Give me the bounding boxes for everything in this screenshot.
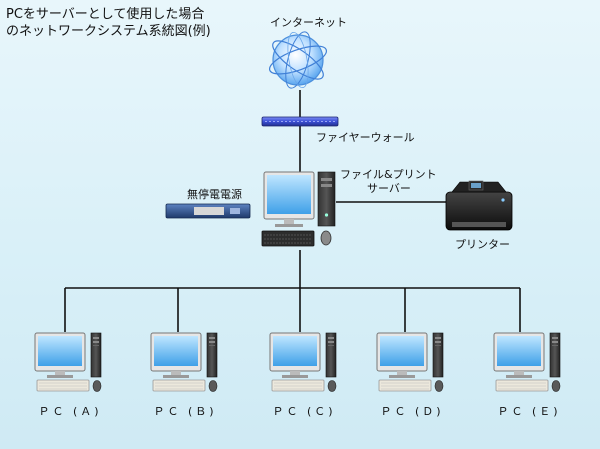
- title-line-1: PCをサーバーとして使用した場合: [6, 7, 205, 22]
- ups-label: 無停電電源: [187, 188, 242, 201]
- diagram-title: PCをサーバーとして使用した場合 のネットワークシステム系統図(例): [6, 6, 211, 40]
- desktop-pc-icon: [269, 332, 337, 392]
- printer-label: プリンター: [455, 238, 510, 251]
- pc-e-label: ＰＣ (Ｅ): [497, 405, 561, 418]
- client-pc-c: [269, 332, 337, 392]
- globe-icon: [269, 31, 327, 89]
- firewall-label: ファイヤーウォール: [316, 131, 415, 144]
- client-pc-d: [376, 332, 444, 392]
- server-label-line-2: サーバー: [367, 182, 411, 195]
- firewall-icon: [261, 116, 339, 127]
- printer-icon: [445, 180, 513, 231]
- client-pc-e: [493, 332, 561, 392]
- desktop-pc-icon: [34, 332, 102, 392]
- connection-lines: [64, 90, 521, 332]
- client-pc-b: [150, 332, 218, 392]
- pc-a-label: ＰＣ (Ａ): [38, 405, 102, 418]
- pc-c-label: ＰＣ (Ｃ): [272, 405, 336, 418]
- pc-b-label: ＰＣ (Ｂ): [153, 405, 217, 418]
- pc-d-label: ＰＣ (Ｄ): [380, 405, 444, 418]
- desktop-pc-icon: [150, 332, 218, 392]
- server-pc-icon: [261, 171, 336, 247]
- internet-label: インターネット: [270, 16, 347, 29]
- desktop-pc-icon: [493, 332, 561, 392]
- client-pc-a: [34, 332, 102, 392]
- desktop-pc-icon: [376, 332, 444, 392]
- title-line-2: のネットワークシステム系統図(例): [6, 24, 211, 39]
- ups-icon: [165, 203, 251, 219]
- server-label-line-1: ファイル&プリント: [340, 168, 437, 181]
